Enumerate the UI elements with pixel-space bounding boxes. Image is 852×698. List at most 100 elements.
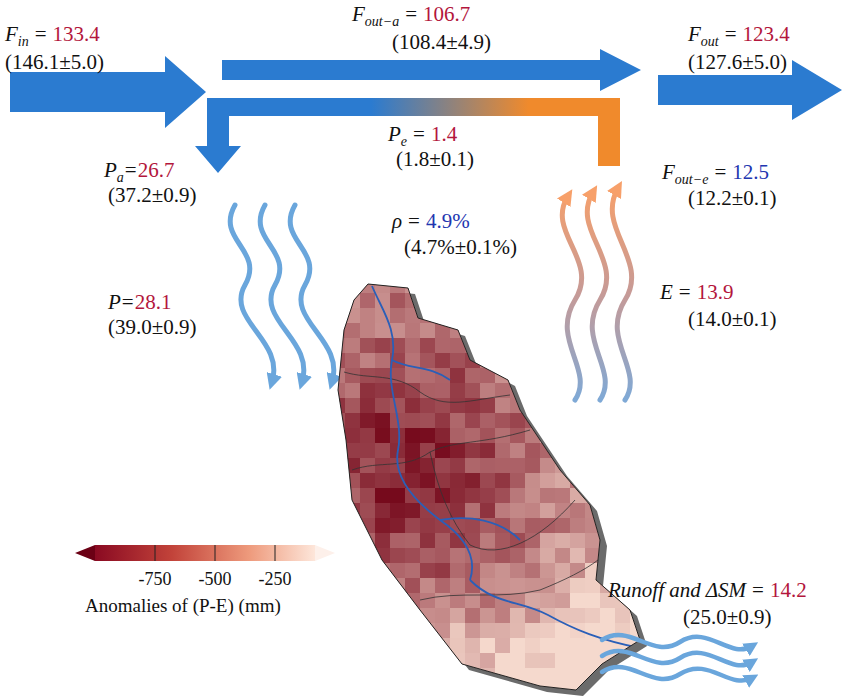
map-cell xyxy=(450,353,466,369)
map-cell xyxy=(480,338,496,354)
map-cell xyxy=(450,323,466,339)
map-cell xyxy=(570,443,586,459)
colorbar-tick: -250 xyxy=(259,566,292,590)
map-cell xyxy=(405,638,421,654)
map-cell xyxy=(525,653,541,669)
runoff-label: Runoff andΔSM=14.2 xyxy=(608,578,807,602)
map-cell xyxy=(450,278,466,294)
map-cell xyxy=(435,533,451,549)
map-cell xyxy=(570,368,586,384)
map-cell xyxy=(540,323,556,339)
map-cell xyxy=(375,428,391,444)
map-cell xyxy=(570,653,586,669)
map-cell xyxy=(465,488,481,504)
map-cell xyxy=(435,458,451,474)
map-cell xyxy=(555,278,571,294)
map-cell xyxy=(630,563,646,579)
map-cell xyxy=(435,578,451,594)
map-cell xyxy=(555,533,571,549)
flux-in-label: Fin=133.4 xyxy=(5,22,100,46)
map-cell xyxy=(525,398,541,414)
map-cell xyxy=(630,308,646,324)
map-cell xyxy=(615,563,631,579)
map-cell xyxy=(645,458,661,474)
map-cell xyxy=(495,503,511,519)
map-cell xyxy=(630,503,646,519)
map-cell xyxy=(525,443,541,459)
flux-arrows xyxy=(10,49,842,173)
map-cell xyxy=(645,278,661,294)
map-cell xyxy=(645,608,661,624)
map-cell xyxy=(345,338,361,354)
map-cell xyxy=(420,413,436,429)
map-cell xyxy=(495,398,511,414)
map-cell xyxy=(510,548,526,564)
map-cell xyxy=(345,428,361,444)
map-cell xyxy=(330,593,346,609)
map-cell xyxy=(375,518,391,534)
map-cell xyxy=(525,563,541,579)
map-cell xyxy=(510,428,526,444)
map-cell xyxy=(360,308,376,324)
map-cell xyxy=(345,578,361,594)
map-cell xyxy=(375,683,391,698)
map-cell xyxy=(510,683,526,698)
map-cell xyxy=(585,353,601,369)
map-cell xyxy=(525,458,541,474)
map-cell xyxy=(600,308,616,324)
flux-text: Anomalies of (P-E) (mm) xyxy=(85,595,281,616)
map-cell xyxy=(510,368,526,384)
map-cell xyxy=(405,623,421,639)
map-cell xyxy=(525,308,541,324)
flux-out-a-range: (108.4±4.9) xyxy=(392,30,491,54)
map-cell xyxy=(450,578,466,594)
flux-out-e-range: (12.2±0.1) xyxy=(688,186,777,210)
map-cell xyxy=(420,353,436,369)
map-cell xyxy=(480,668,496,684)
map-cell xyxy=(405,533,421,549)
map-cell xyxy=(615,368,631,384)
flux-text: F xyxy=(352,2,365,26)
map-cell xyxy=(480,503,496,519)
map-cell xyxy=(600,398,616,414)
map-cell xyxy=(345,593,361,609)
map-cell xyxy=(630,398,646,414)
map-cell xyxy=(345,668,361,684)
flux-text: = xyxy=(714,160,726,184)
map-cell xyxy=(600,428,616,444)
map-cell xyxy=(390,518,406,534)
flux-text: F xyxy=(688,22,701,46)
map-cell xyxy=(420,623,436,639)
map-cell xyxy=(615,338,631,354)
map-cell xyxy=(330,503,346,519)
map-cell xyxy=(570,623,586,639)
map-cell xyxy=(525,638,541,654)
map-cell xyxy=(495,683,511,698)
map-cell xyxy=(390,638,406,654)
map-cell xyxy=(630,368,646,384)
map-cell xyxy=(570,338,586,354)
evap-range: (14.0±0.1) xyxy=(688,307,777,331)
map-cell xyxy=(435,293,451,309)
map-cell xyxy=(645,293,661,309)
map-cell xyxy=(510,458,526,474)
map-cell xyxy=(630,338,646,354)
map-cell xyxy=(405,323,421,339)
map-cell xyxy=(450,413,466,429)
map-cell xyxy=(615,548,631,564)
map-cell xyxy=(525,338,541,354)
map-cell xyxy=(405,368,421,384)
map-cell xyxy=(600,503,616,519)
map-cell xyxy=(555,503,571,519)
map-cell xyxy=(540,278,556,294)
map-cell xyxy=(465,368,481,384)
map-cell xyxy=(375,488,391,504)
flux-text: 133.4 xyxy=(53,22,100,46)
map-cell xyxy=(345,653,361,669)
map-cell xyxy=(525,278,541,294)
map-cell xyxy=(615,503,631,519)
map-cell xyxy=(585,563,601,579)
map-cell xyxy=(585,428,601,444)
colorbar xyxy=(75,545,335,561)
flux-text: (14.0±0.1) xyxy=(688,307,777,331)
